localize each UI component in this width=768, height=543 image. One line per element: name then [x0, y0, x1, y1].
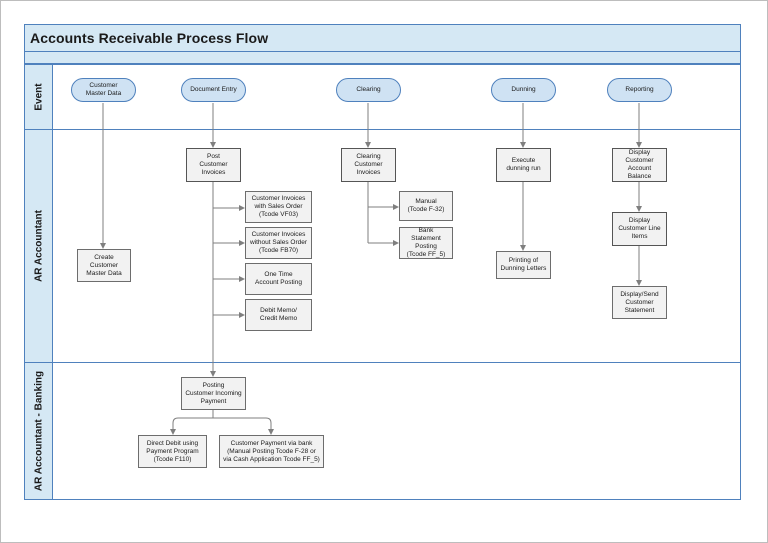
step-posting-customer-incoming-payment[interactable]: Posting Customer Incoming Payment: [181, 377, 246, 410]
step-execute-dunning-run[interactable]: Execute dunning run: [496, 148, 551, 182]
step-bank-statement-posting-label: Bank Statement Posting (Tcode FF_5): [406, 227, 446, 258]
step-direct-debit[interactable]: Direct Debit using Payment Program (Tcod…: [138, 435, 207, 468]
step-invoices-with-sales-order[interactable]: Customer Invoices with Sales Order (Tcod…: [245, 191, 312, 223]
event-clearing-label: Clearing: [356, 86, 381, 93]
step-manual-clearing[interactable]: Manual (Tcode F-32): [399, 191, 453, 221]
diagram-title: Accounts Receivable Process Flow: [30, 30, 269, 46]
step-posting-customer-incoming-payment-label: Posting Customer Incoming Payment: [185, 381, 242, 405]
event-reporting[interactable]: Reporting: [607, 78, 672, 102]
connector-to-payment-via-bank: [213, 417, 274, 435]
step-display-customer-line-items-label: Display Customer Line Items: [618, 217, 661, 240]
connector-to-direct-debit: [170, 417, 213, 435]
step-display-send-customer-statement-label: Display/Send Customer Statement: [620, 290, 659, 314]
event-customer-master-data[interactable]: Customer Master Data: [71, 78, 136, 102]
step-post-customer-invoices[interactable]: Post Customer Invoices: [186, 148, 241, 182]
step-one-time-account-posting-label: One Time Account Posting: [255, 271, 302, 286]
step-clearing-customer-invoices-label: Clearing Customer Invoices: [354, 153, 383, 176]
step-execute-dunning-run-label: Execute dunning run: [506, 157, 541, 172]
event-dunning-label: Dunning: [511, 86, 536, 93]
step-display-customer-account-balance[interactable]: Display Customer Account Balance: [612, 148, 667, 182]
step-bank-statement-posting[interactable]: Bank Statement Posting (Tcode FF_5): [399, 227, 453, 259]
step-create-customer-master-data[interactable]: Create Customer Master Data: [77, 249, 131, 282]
step-debit-credit-memo-label: Debit Memo/ Credit Memo: [259, 307, 298, 322]
step-printing-dunning-letters[interactable]: Printing of Dunning Letters: [496, 251, 551, 279]
step-customer-payment-via-bank-label: Customer Payment via bank (Manual Postin…: [223, 439, 320, 463]
lane-header-event: Event: [25, 65, 53, 129]
step-display-customer-line-items[interactable]: Display Customer Line Items: [612, 212, 667, 246]
step-display-send-customer-statement[interactable]: Display/Send Customer Statement: [612, 286, 667, 319]
lane-header-ar-accountant: AR Accountant: [25, 130, 53, 362]
title-sub-bar: [25, 52, 740, 65]
event-dunning[interactable]: Dunning: [491, 78, 556, 102]
lane-header-ar-banking: AR Accountant - Banking: [25, 363, 53, 499]
step-customer-payment-via-bank[interactable]: Customer Payment via bank (Manual Postin…: [219, 435, 324, 468]
step-display-customer-account-balance-label: Display Customer Account Balance: [625, 149, 654, 180]
step-direct-debit-label: Direct Debit using Payment Program (Tcod…: [146, 439, 199, 463]
lane-separator-2: [25, 362, 740, 363]
lane-separator-1: [25, 129, 740, 130]
step-invoices-with-sales-order-label: Customer Invoices with Sales Order (Tcod…: [251, 195, 306, 218]
step-one-time-account-posting[interactable]: One Time Account Posting: [245, 263, 312, 295]
event-document-entry[interactable]: Document Entry: [181, 78, 246, 102]
step-invoices-without-sales-order[interactable]: Customer Invoices without Sales Order (T…: [245, 227, 312, 259]
step-clearing-customer-invoices[interactable]: Clearing Customer Invoices: [341, 148, 396, 182]
title-bar: Accounts Receivable Process Flow: [25, 25, 740, 52]
step-manual-clearing-label: Manual (Tcode F-32): [407, 198, 445, 213]
event-document-entry-label: Document Entry: [190, 86, 237, 93]
step-post-customer-invoices-label: Post Customer Invoices: [199, 153, 228, 176]
event-clearing[interactable]: Clearing: [336, 78, 401, 102]
event-customer-master-data-label: Customer Master Data: [85, 82, 122, 97]
step-invoices-without-sales-order-label: Customer Invoices without Sales Order (T…: [249, 231, 308, 254]
step-debit-credit-memo[interactable]: Debit Memo/ Credit Memo: [245, 299, 312, 331]
step-printing-dunning-letters-label: Printing of Dunning Letters: [500, 257, 547, 272]
step-create-customer-master-data-label: Create Customer Master Data: [86, 253, 122, 277]
event-reporting-label: Reporting: [625, 86, 654, 93]
diagram-frame: [24, 24, 741, 500]
